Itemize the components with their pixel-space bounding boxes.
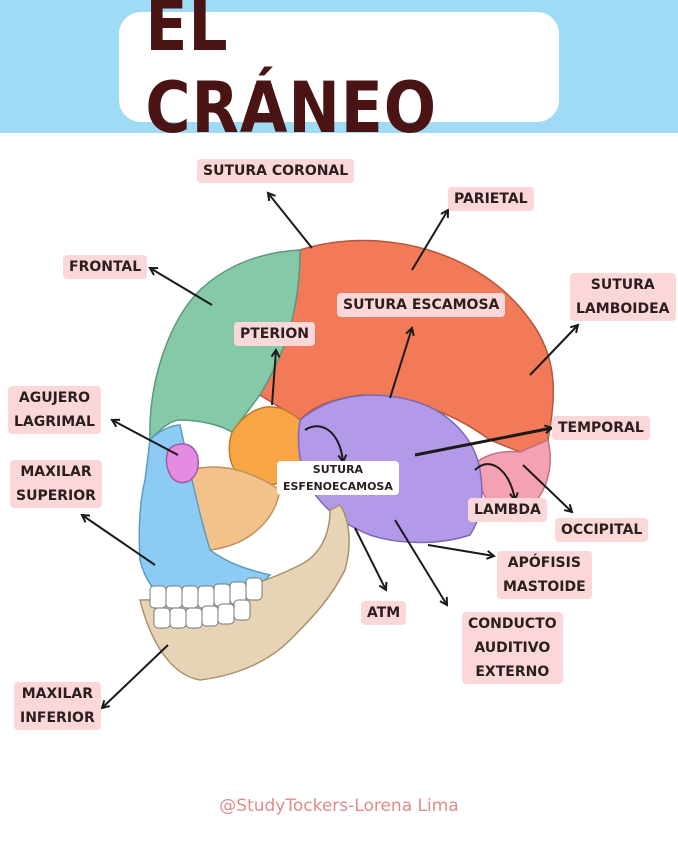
orbit-opening [165,443,199,484]
label-agujero-lagrimal: AGUJERO LAGRIMAL [8,386,101,434]
label-line: SUTURA [312,463,364,476]
arrow-occipital [522,464,572,512]
label-line: MAXILAR [20,464,92,480]
label-maxilar-inferior: MAXILAR INFERIOR [14,682,101,730]
arrow-parietal [411,210,448,271]
label-pterion: PTERION [234,322,315,346]
annotation-arrows [82,193,578,708]
label-maxilar-superior: MAXILAR SUPERIOR [10,460,102,508]
label-line: MAXILAR [21,686,94,702]
label-line: CONDUCTO [468,616,557,632]
arrow-agujero-lagrimal [112,420,179,456]
label-line: ESFENOECAMOSA [283,480,393,493]
label-sutura-lamboidea: SUTURA LAMBOIDEA [570,273,676,321]
label-line: AGUJERO [18,390,91,406]
label-line: LAMBOIDEA [576,301,670,317]
arrow-maxilar-inferior [102,644,169,708]
label-occipital: OCCIPITAL [555,518,649,542]
author-credit: @StudyTockers-Lorena Lima [219,796,459,816]
arrow-sutura-lamboidea [529,325,578,376]
lower-teeth [153,599,251,629]
arrow-sutura-escamosa [389,328,412,399]
label-apofisis-mastoide: APÓFISIS MASTOIDE [497,551,592,599]
label-sutura-escamosa: SUTURA ESCAMOSA [337,293,506,317]
label-line: SUPERIOR [16,488,96,504]
label-atm: ATM [361,601,407,625]
label-conducto-auditivo-externo: CONDUCTO AUDITIVO EXTERNO [462,612,563,684]
arrow-frontal [150,268,213,306]
label-line: AUDITIVO [474,640,551,656]
label-line: SUTURA [590,277,655,293]
label-parietal: PARIETAL [448,187,534,211]
arrow-conducto-auditivo [394,519,447,605]
label-line: APÓFISIS [507,555,581,571]
arrow-pterion [272,350,276,406]
arrow-sutura-coronal [268,193,313,249]
label-sutura-coronal: SUTURA CORONAL [197,159,355,183]
label-line: INFERIOR [20,710,95,726]
page-title: EL CRÁNEO [145,0,437,149]
arrow-atm [354,527,386,590]
label-line: MASTOIDE [503,579,586,595]
title-box: EL CRÁNEO [119,0,559,149]
label-line: LAGRIMAL [14,414,95,430]
label-sutura-esfenoescamosa: SUTURA ESFENOECAMOSA [277,461,399,495]
arrow-temporal [414,428,552,457]
arrow-apofisis-mastoide [427,544,494,556]
arrow-maxilar-superior [82,515,156,566]
label-temporal: TEMPORAL [552,416,650,440]
label-lambda: LAMBDA [468,498,547,522]
arrow-sutura-esfenoescamosa [304,425,343,462]
label-line: EXTERNO [475,664,550,680]
arrow-lambda [474,463,515,500]
label-frontal: FRONTAL [63,255,148,279]
upper-teeth [149,577,263,609]
